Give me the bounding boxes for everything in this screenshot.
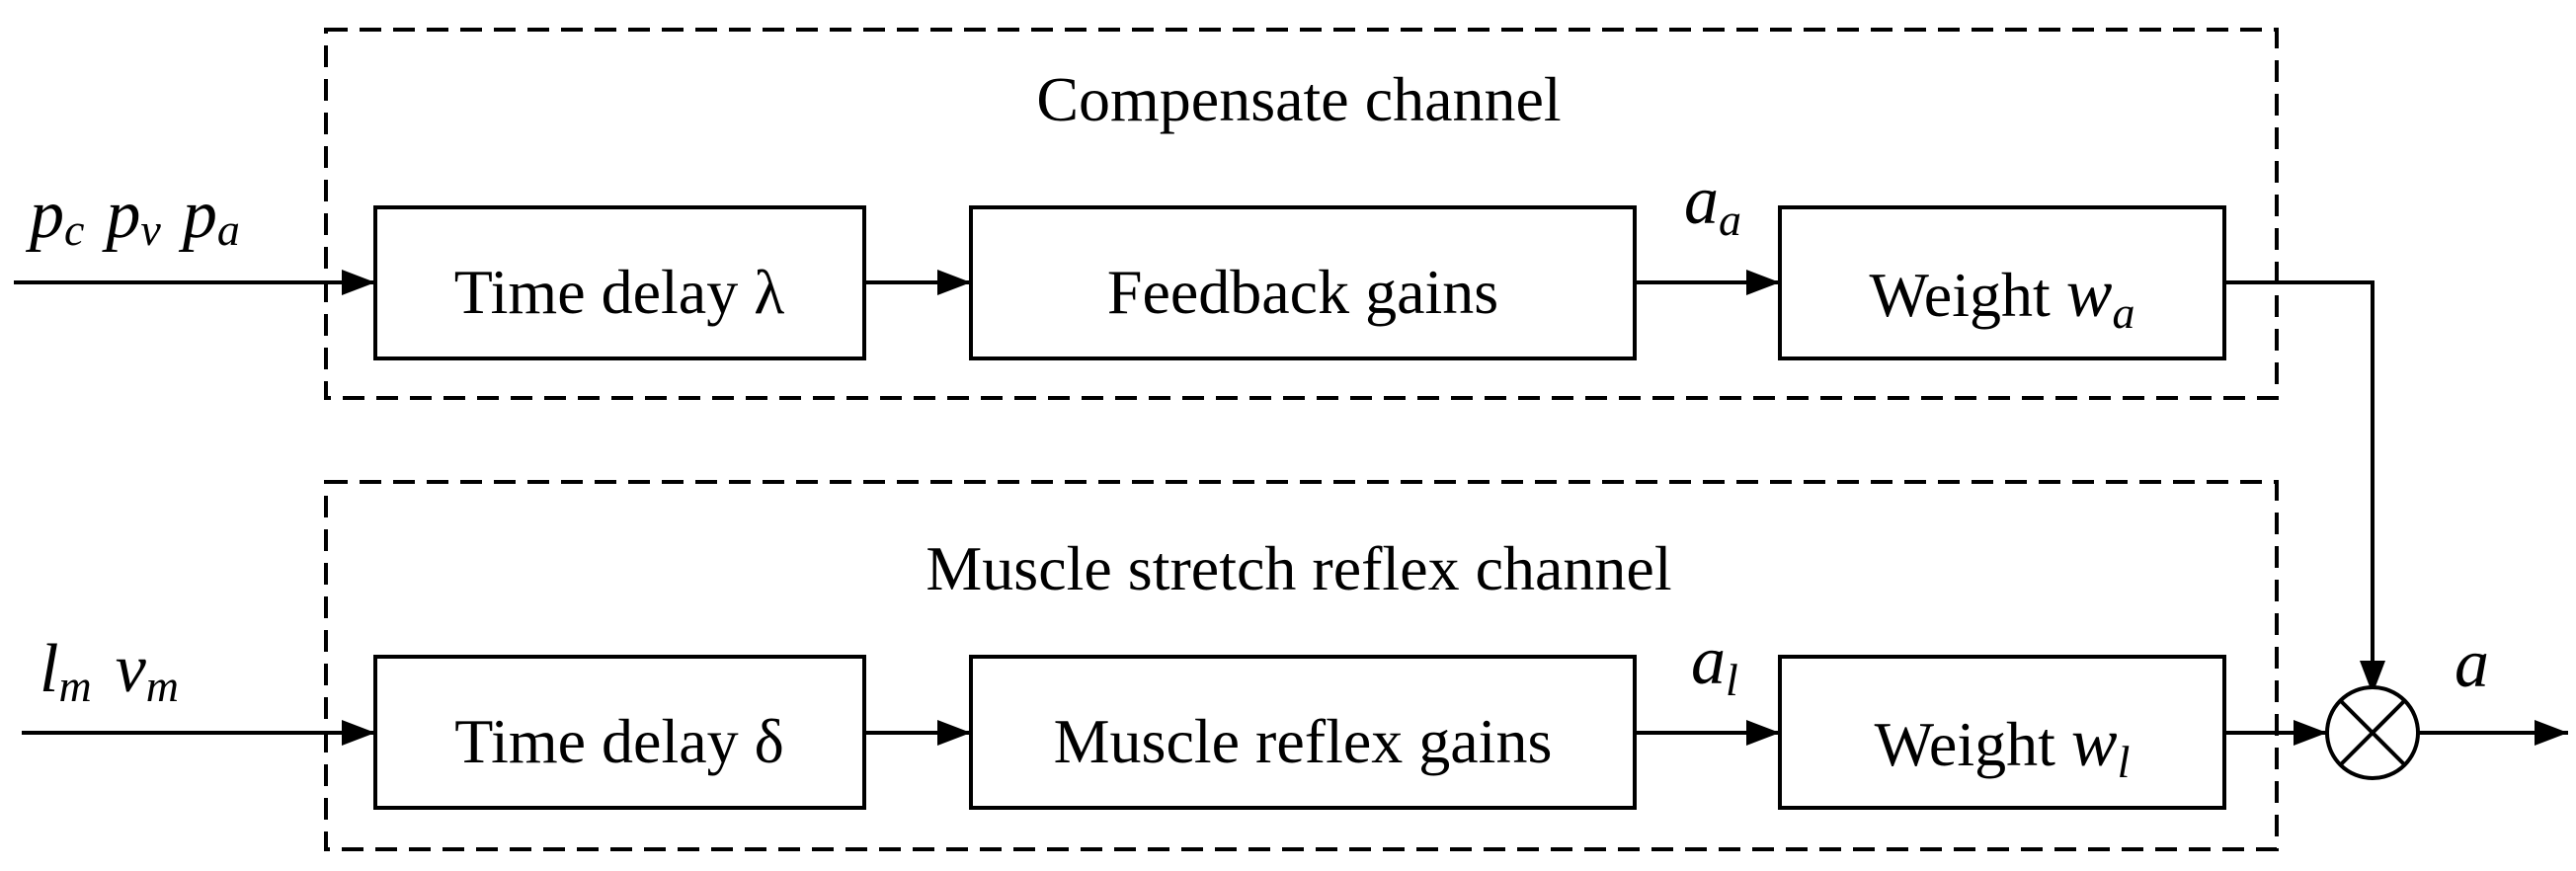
multiply-circle-icon	[2325, 685, 2420, 780]
weight-l-label: Weight wl	[1875, 705, 2131, 787]
reflex-channel-title: Muscle stretch reflex channel	[926, 533, 1671, 603]
compensate-channel-frame	[324, 28, 2279, 400]
reflex-channel-frame	[324, 480, 2279, 851]
signal-a-l-label: al	[1691, 623, 1738, 705]
output-a-label: a	[2455, 626, 2489, 702]
signal-a-a-label: aa	[1684, 163, 1741, 245]
time-delay-delta-block	[373, 655, 866, 810]
weight-l-block	[1778, 655, 2226, 810]
weight-a-to-summer-wire	[2224, 280, 2385, 694]
weight-a-block	[1778, 205, 2226, 360]
time-delay-delta-label: Time delay δ	[454, 706, 784, 776]
time-delay-lambda-block	[373, 205, 866, 360]
compensate-channel-title: Compensate channel	[1036, 64, 1561, 134]
weight-a-label: Weight wa	[1870, 256, 2135, 338]
muscle-reflex-gains-label: Muscle reflex gains	[1054, 706, 1553, 776]
feedback-gains-label: Feedback gains	[1107, 257, 1498, 327]
time-delay-lambda-label: Time delay λ	[454, 257, 784, 327]
